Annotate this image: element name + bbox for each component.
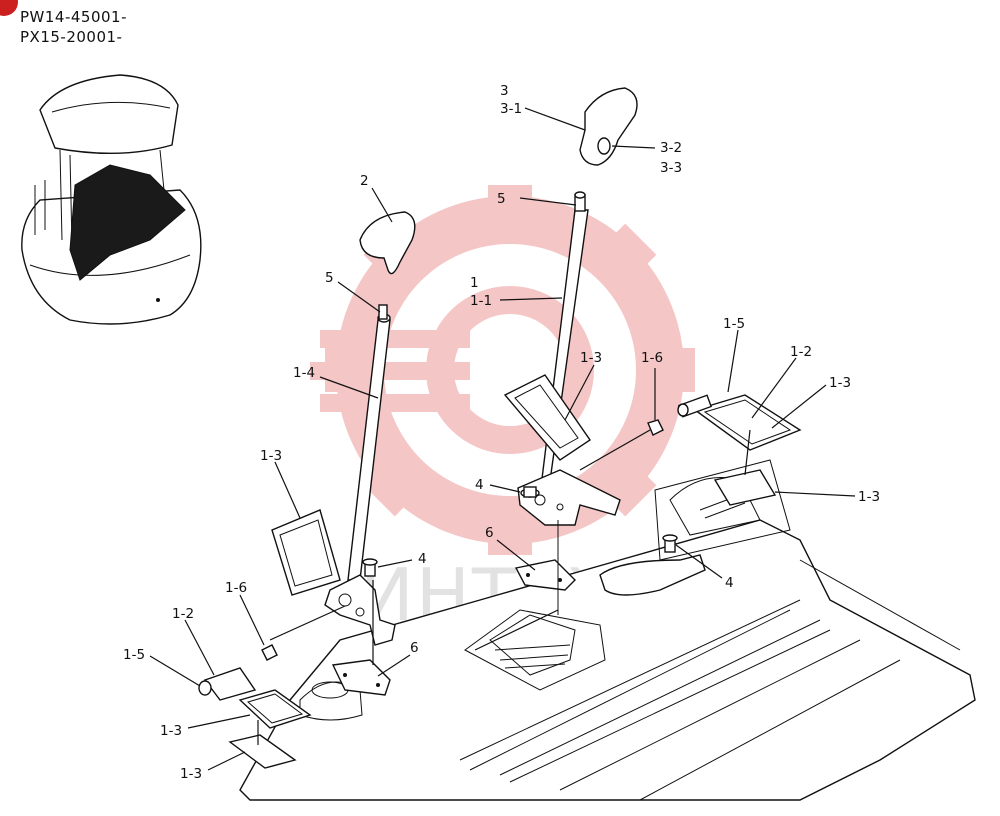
callout-4-left: 4 (418, 551, 427, 567)
left-lever-assembly (261, 304, 396, 696)
corner-badge (0, 0, 18, 16)
left-knob (359, 211, 416, 275)
left-step-assembly (198, 667, 312, 769)
callout-1-3-right-b: 1-3 (858, 489, 880, 505)
callout-3-2: 3-2 (660, 140, 682, 156)
leader-lines (149, 107, 856, 771)
center-lever-assembly (503, 191, 706, 615)
callout-5-left: 5 (325, 270, 334, 286)
callout-3-3: 3-3 (660, 160, 682, 176)
right-step-assembly (677, 394, 802, 506)
callout-6-left: 6 (410, 640, 419, 656)
callout-4-center: 4 (475, 477, 484, 493)
cab-thumbnail (21, 74, 202, 325)
callout-labels: 3 3-1 3-2 3-3 2 5 5 1 1-1 1-3 1-6 1-5 1-… (123, 83, 880, 782)
callout-3: 3 (500, 83, 509, 99)
callout-1-3-bottom-a: 1-3 (160, 723, 182, 739)
callout-1-3-right-a: 1-3 (829, 375, 851, 391)
callout-1-6-left: 1-6 (225, 580, 247, 596)
floor-plate (239, 459, 976, 801)
callout-1-6-center: 1-6 (641, 350, 663, 366)
serial-number-range-2: PX15-20001- (20, 28, 123, 46)
callout-1: 1 (470, 275, 479, 291)
callout-2: 2 (360, 173, 369, 189)
callout-4-right: 4 (725, 575, 734, 591)
callout-3-1: 3-1 (500, 101, 522, 117)
callout-1-4: 1-4 (293, 365, 315, 381)
callout-1-3-center: 1-3 (580, 350, 602, 366)
callout-5-right: 5 (497, 191, 506, 207)
callout-1-5-right: 1-5 (723, 316, 745, 332)
callout-6-center: 6 (485, 525, 494, 541)
callout-1-5-left: 1-5 (123, 647, 145, 663)
callout-1-1: 1-1 (470, 293, 492, 309)
callout-1-2-left: 1-2 (172, 606, 194, 622)
right-knob (579, 87, 638, 166)
callout-1-3-left: 1-3 (260, 448, 282, 464)
callout-1-3-bottom-b: 1-3 (180, 766, 202, 782)
callout-1-2-right: 1-2 (790, 344, 812, 360)
serial-number-range-1: PW14-45001- (20, 8, 128, 26)
